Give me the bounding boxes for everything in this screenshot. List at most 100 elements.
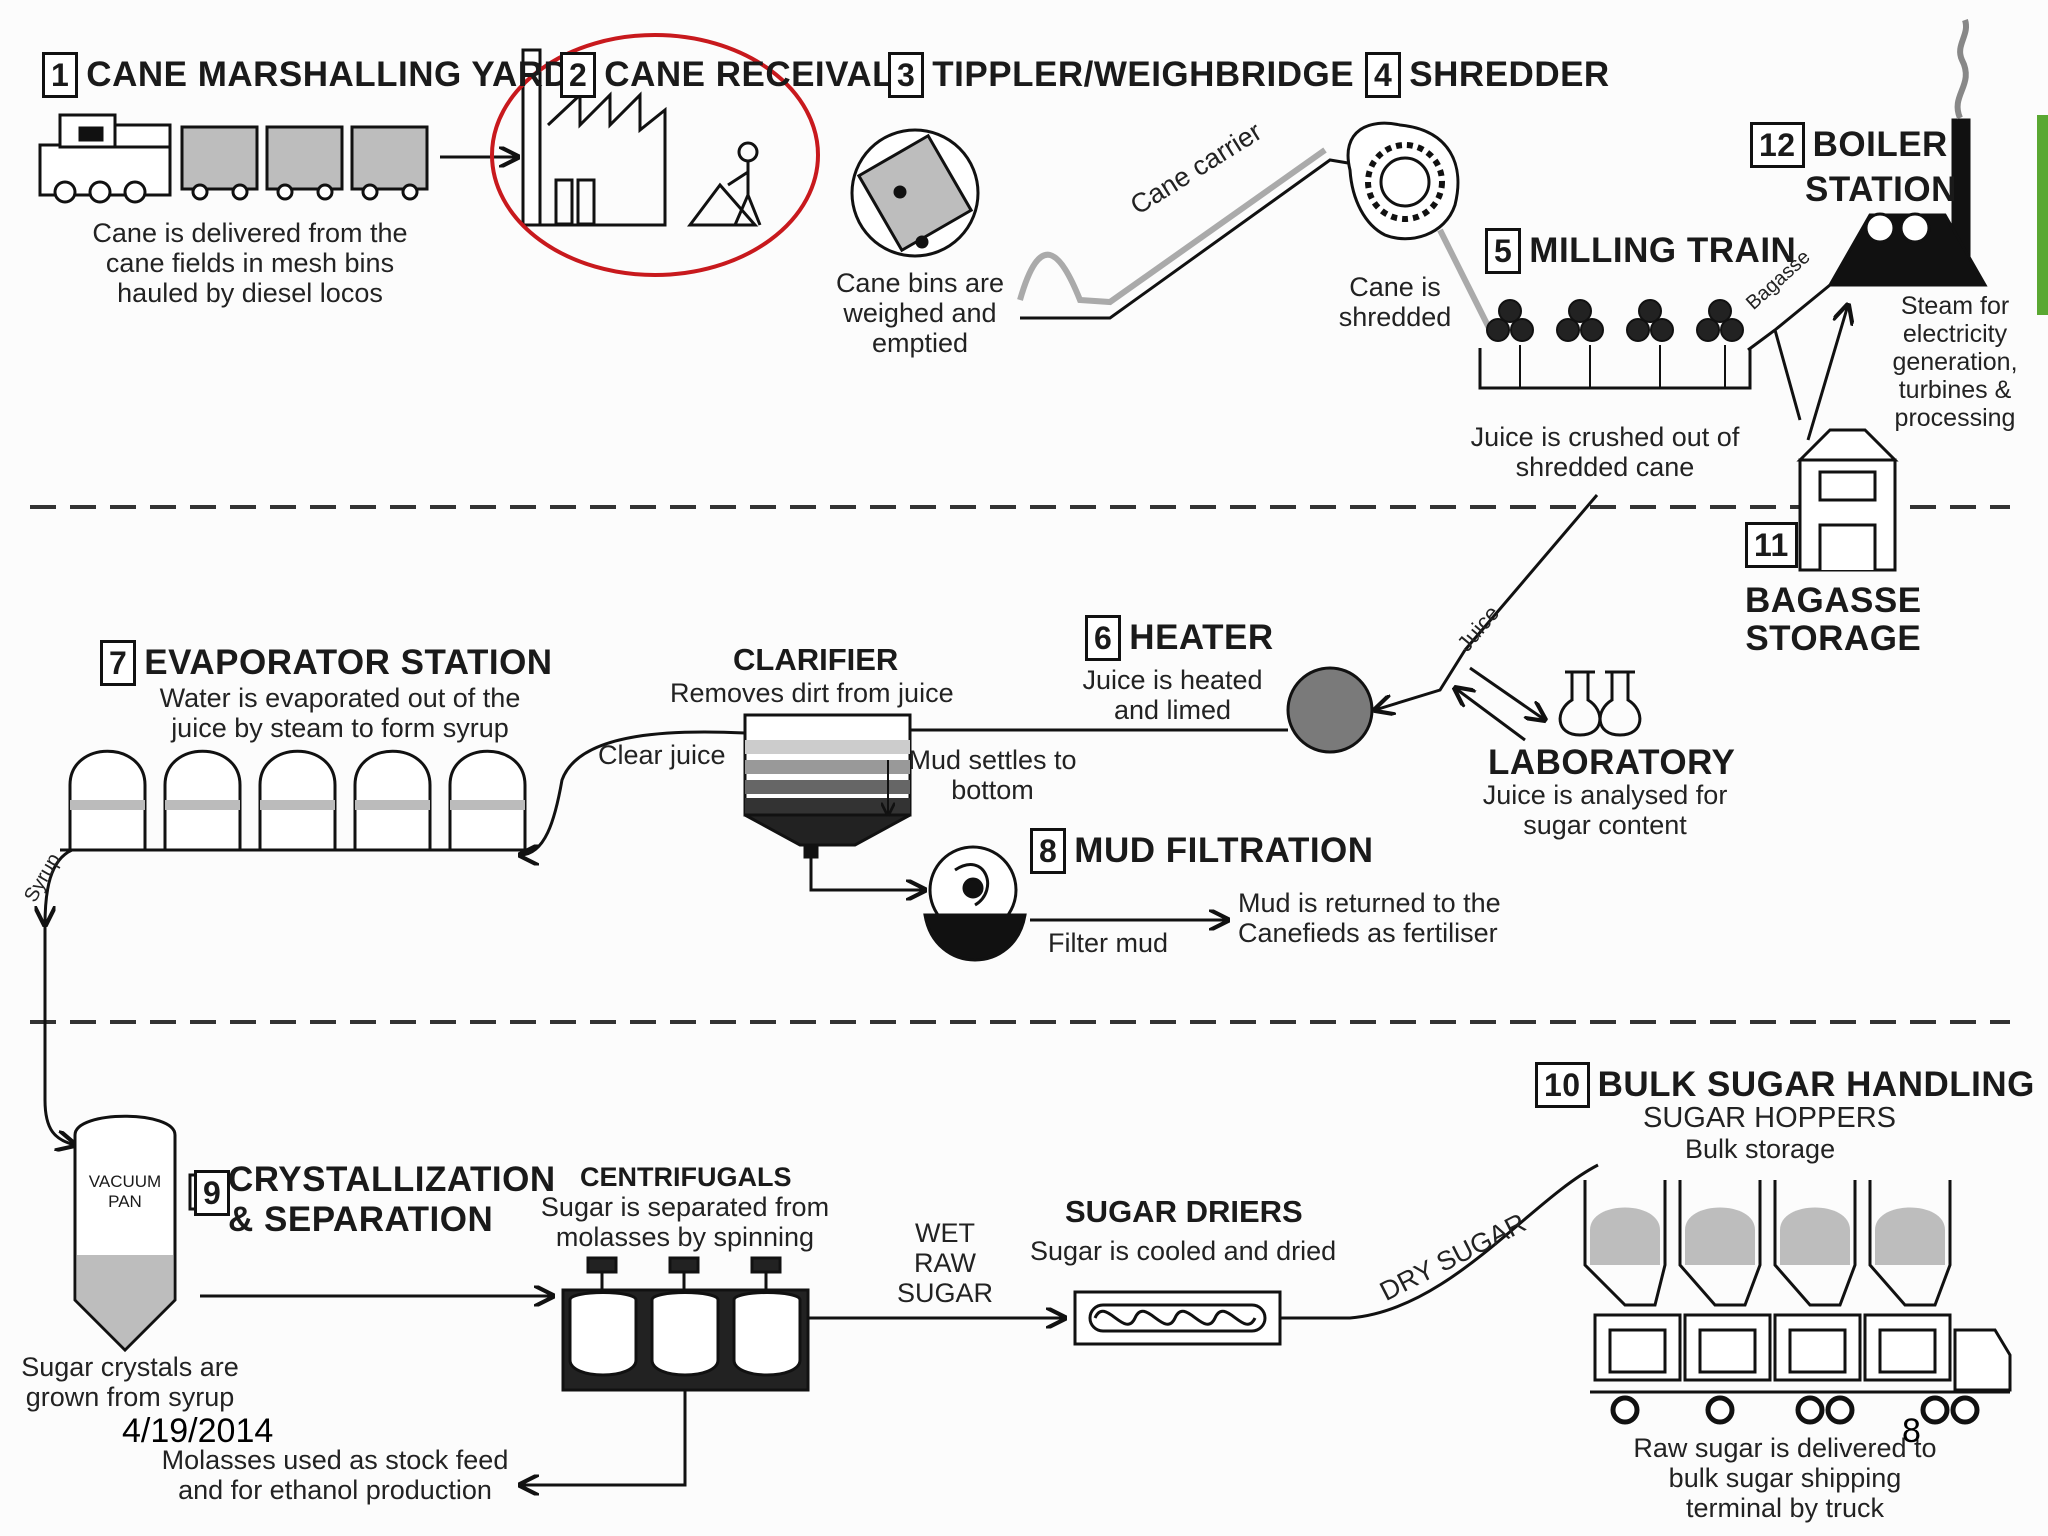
arrow-molasses	[520, 1390, 687, 1485]
evaporator-icon	[60, 749, 535, 852]
step-6-number: 6	[1085, 615, 1122, 661]
arrow-clarifier-to-mud-filter	[809, 857, 925, 890]
clarifier-title: CLARIFIER	[733, 642, 899, 677]
bagasse-storage-icon	[1796, 428, 1899, 572]
bulk-storage-label: Bulk storage	[1685, 1134, 1836, 1164]
sugar-hoppers-icon	[1583, 1180, 1952, 1307]
step-12-number: 12	[1750, 122, 1805, 168]
step-6-title: HEATER	[1129, 618, 1274, 657]
green-accent-tab	[2037, 115, 2048, 315]
step-7-number: 7	[100, 640, 137, 686]
slide-page-number: 8	[1902, 1412, 1921, 1450]
step-11-number-box: 11	[1745, 522, 1806, 568]
step-10-number: 10	[1535, 1062, 1590, 1108]
arrow-syrup-to-vacuum-pan	[43, 920, 75, 1145]
step-5-title: MILLING TRAIN	[1529, 231, 1797, 270]
laboratory-title: LABORATORY	[1488, 743, 1736, 782]
arrow-syrup	[45, 848, 73, 925]
step-9-title: CRYSTALLIZATION& SEPARATION	[228, 1160, 556, 1239]
step-5-number: 5	[1485, 228, 1522, 274]
milling-train-icon	[1478, 299, 1752, 390]
step-10-title: BULK SUGAR HANDLING	[1597, 1065, 2035, 1104]
sugar-drier-icon	[1073, 1290, 1282, 1346]
clear-juice-label: Clear juice	[598, 740, 726, 770]
cane-carrier-load	[1017, 147, 1327, 306]
highlight-circle	[490, 33, 820, 277]
step-12-title: BOILER	[1812, 125, 1948, 164]
bagasse-arrows	[1747, 285, 1848, 441]
step-4-title: SHREDDER	[1409, 55, 1610, 94]
filter-mud-label: Filter mud	[1048, 928, 1169, 958]
arrow-clear-juice-to-evaporator	[520, 730, 746, 855]
arrow-juice-to-lab	[1469, 666, 1545, 720]
laboratory-flasks-icon	[1558, 670, 1642, 737]
clarifier-tank-icon	[743, 713, 912, 859]
shredder-outlet	[1437, 228, 1493, 332]
step-3-title: TIPPLER/WEIGHBRIDGE	[932, 55, 1355, 94]
heater-icon	[1286, 666, 1374, 754]
mud-filter-icon	[923, 845, 1027, 962]
worker-icon	[687, 141, 762, 227]
step-9-number: 9	[194, 1170, 231, 1216]
arrow-juice-to-heater	[1375, 649, 1467, 710]
arrow-milling-to-juice	[1463, 494, 1599, 651]
clarifier-description: Removes dirt from juice	[670, 678, 954, 708]
boiler-icon	[1827, 19, 1988, 287]
cane-carrier-conveyor	[1020, 158, 1361, 320]
step-1-title: CANE MARSHALLING YARD	[86, 55, 570, 94]
locomotive-icon	[38, 113, 172, 204]
step-11-number: 11	[1745, 522, 1798, 568]
step-4-number: 4	[1365, 52, 1402, 98]
vacuum-pan-icon	[73, 1114, 224, 1353]
step-9-number-box: 9	[194, 1170, 238, 1216]
centrifugals-title: CENTRIFUGALS	[580, 1162, 792, 1192]
step-7-title: EVAPORATOR STATION	[144, 643, 553, 682]
arrow-dry-sugar-to-hoppers	[1280, 1163, 1599, 1320]
step-8-title: MUD FILTRATION	[1074, 831, 1374, 870]
sugar-hoppers-label: SUGAR HOPPERS	[1643, 1102, 1896, 1134]
step-1-number: 1	[42, 52, 79, 98]
cane-bins-icon	[180, 125, 429, 201]
truck-icon	[1590, 1313, 2012, 1425]
step-3-number: 3	[888, 52, 925, 98]
centrifugals-icon	[561, 1256, 810, 1392]
step-8-number: 8	[1030, 828, 1067, 874]
arrow-lab-to-juice	[1455, 688, 1526, 742]
factory-icon	[521, 48, 667, 227]
sugar-driers-description: Sugar is cooled and dried	[1030, 1236, 1337, 1266]
tippler-icon	[850, 128, 980, 258]
step-2-number: 2	[560, 52, 597, 98]
shredder-icon	[1346, 121, 1460, 241]
sugar-driers-title: SUGAR DRIERS	[1065, 1194, 1303, 1229]
step-2-title: CANE RECEIVAL	[604, 55, 895, 94]
slide-date: 4/19/2014	[122, 1412, 274, 1450]
